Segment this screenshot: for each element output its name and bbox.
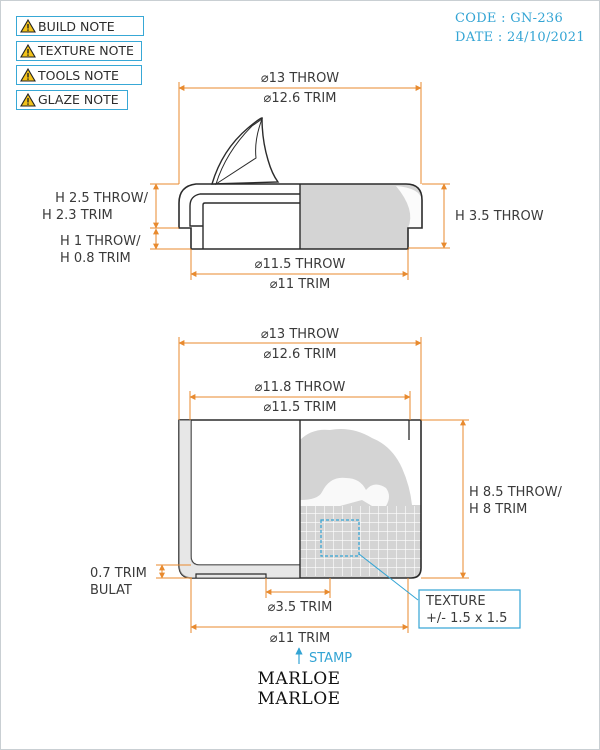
body-inner-trim: ⌀11.5 TRIM [264,400,337,415]
tools-note-button[interactable]: TOOLS NOTE [16,65,142,85]
body-corner-trim: 0.7 TRIM [90,566,147,581]
lid-flange-throw: H 1 THROW/ [60,234,141,249]
body-inner-wall [190,420,300,566]
body-height-trim: H 8 TRIM [469,502,527,517]
texture-size: +/- 1.5 x 1.5 [426,611,507,626]
body-top-throw: ⌀13 THROW [261,327,339,342]
texture-note-label: TEXTURE NOTE [38,43,134,58]
warning-icon [20,43,36,58]
build-note-button[interactable]: BUILD NOTE [16,16,144,36]
body-drawing: ⌀13 THROW ⌀12.6 TRIM ⌀11.8 THROW ⌀11.5 T… [90,327,563,646]
note-buttons: BUILD NOTE TEXTURE NOTE TOOLS NOTE GLAZE… [16,16,144,114]
stamp-block: STAMP MARLOE MARLOE [257,647,352,709]
lid-left-height-throw: H 2.5 THROW/ [55,191,149,206]
body-figure-silhouette [300,477,389,506]
warning-icon [20,68,36,82]
texture-note-button[interactable]: TEXTURE NOTE [16,40,142,61]
body-outline-right [300,419,422,579]
body-base-trim: ⌀11 TRIM [270,631,331,646]
lid-bottom-trim: ⌀11 TRIM [270,277,331,292]
brand-logo-line1: MARLOE [257,669,340,689]
tools-note-label: TOOLS NOTE [38,67,119,83]
body-top-trim: ⌀12.6 TRIM [264,347,337,362]
body-foot-ring [195,573,267,578]
body-texture-grid [300,506,421,576]
warning-icon [20,19,36,33]
lid-right-height: H 3.5 THROW [455,209,544,224]
lid-flange-trim: H 0.8 TRIM [60,251,131,266]
texture-marker [320,519,360,557]
lid-bottom-throw: ⌀11.5 THROW [255,257,346,272]
glaze-note-label: GLAZE NOTE [38,92,119,107]
body-corner-bulat: BULAT [90,583,132,598]
warning-icon [20,92,36,107]
texture-leader-line [358,553,419,601]
texture-callout-box [418,589,521,629]
lid-left-height-trim: H 2.3 TRIM [42,208,113,223]
lid-top-throw: ⌀13 THROW [261,71,339,86]
body-section-fill [179,420,300,578]
lid-top-trim: ⌀12.6 TRIM [264,91,337,106]
build-note-label: BUILD NOTE [38,18,115,34]
body-inner-throw: ⌀11.8 THROW [255,380,346,395]
product-code: CODE : GN-236 [455,11,564,26]
lid-section-wall [189,193,300,249]
lid-drawing: ⌀13 THROW ⌀12.6 TRIM H 2.5 THROW/ H 2.3 … [42,71,544,292]
body-highlight [300,420,421,505]
lid-highlight [396,186,422,228]
body-foot-trim: ⌀3.5 TRIM [268,600,333,615]
stamp-label: STAMP [309,651,352,666]
brand-logo-line2: MARLOE [257,689,340,709]
lid-exterior-shading [300,184,422,249]
glaze-note-button[interactable]: GLAZE NOTE [16,89,128,110]
body-height-throw: H 8.5 THROW/ [469,485,563,500]
body-outline-left [178,419,300,579]
document-meta: CODE : GN-236 DATE : 24/10/2021 [455,9,585,47]
texture-title: TEXTURE [425,594,486,609]
document-date: DATE : 24/10/2021 [455,30,585,45]
lid-handle-edge [215,117,264,186]
